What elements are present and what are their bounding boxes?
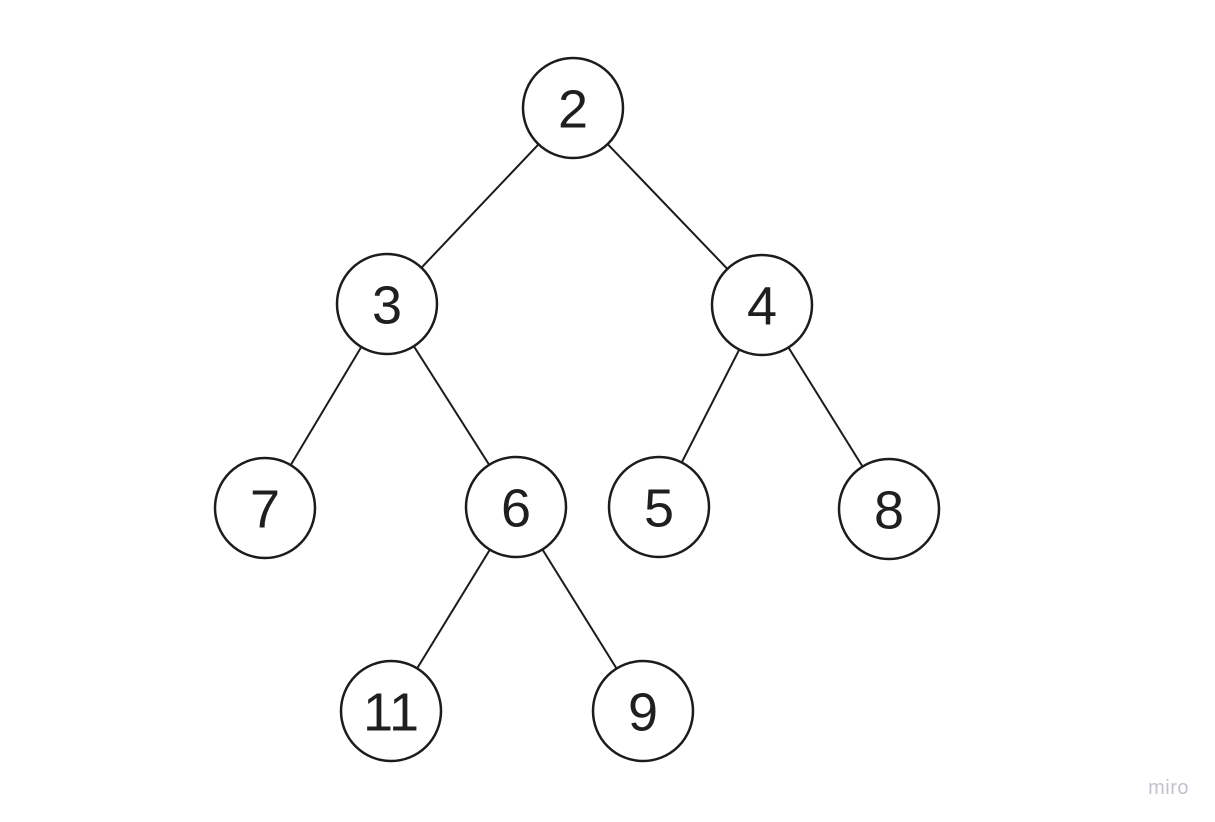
node-label-2: 2 (558, 79, 588, 139)
tree-node-11[interactable]: 11 (339, 659, 443, 763)
tree-node-3[interactable]: 3 (335, 252, 439, 356)
node-circle-2[interactable] (521, 56, 625, 160)
nodes-layer: 2 3 4 7 6 5 8 11 9 (213, 56, 941, 763)
node-label-7: 7 (250, 479, 280, 539)
node-circle-9[interactable] (591, 659, 695, 763)
node-circle-11[interactable] (339, 659, 443, 763)
tree-node-4[interactable]: 4 (710, 253, 814, 357)
tree-node-2[interactable]: 2 (521, 56, 625, 160)
tree-node-9[interactable]: 9 (591, 659, 695, 763)
tree-node-8[interactable]: 8 (837, 457, 941, 561)
tree-node-6[interactable]: 6 (464, 455, 568, 559)
tree-node-5[interactable]: 5 (607, 455, 711, 559)
node-label-4: 4 (747, 276, 777, 336)
node-circle-7[interactable] (213, 456, 317, 560)
node-label-5: 5 (644, 478, 674, 538)
node-circle-3[interactable] (335, 252, 439, 356)
node-label-6: 6 (501, 478, 531, 538)
node-label-3: 3 (372, 275, 402, 335)
node-circle-8[interactable] (837, 457, 941, 561)
node-circle-6[interactable] (464, 455, 568, 559)
miro-watermark-logo: miro (1148, 777, 1189, 799)
tree-node-7[interactable]: 7 (213, 456, 317, 560)
edges-layer (264, 107, 890, 712)
node-label-9: 9 (628, 682, 658, 742)
node-circle-4[interactable] (710, 253, 814, 357)
node-label-11: 11 (363, 682, 419, 742)
node-label-8: 8 (874, 480, 904, 540)
node-circle-5[interactable] (607, 455, 711, 559)
